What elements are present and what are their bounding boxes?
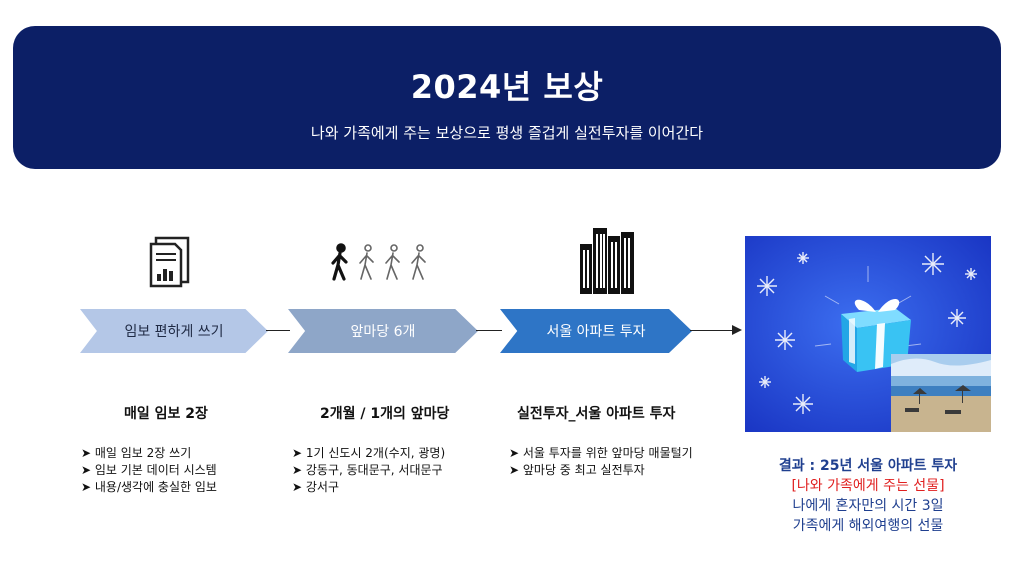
list-item: 임보 기본 데이터 시스템 bbox=[81, 462, 217, 479]
step-2-heading: 2개월 / 1개의 앞마당 bbox=[320, 406, 450, 422]
result-line-3: 나에게 혼자만의 시간 3일 bbox=[792, 498, 944, 514]
connector-line-2 bbox=[476, 330, 502, 331]
list-item: 강서구 bbox=[292, 479, 445, 496]
page-subtitle: 나와 가족에게 주는 보상으로 평생 즐겁게 실전투자를 이어간다 bbox=[310, 124, 704, 142]
result-line-4: 가족에게 해외여행의 선물 bbox=[792, 518, 944, 534]
connector-line-1 bbox=[266, 330, 290, 331]
step-3-chevron: 서울 아파트 투자 bbox=[500, 309, 692, 353]
connector-line-3 bbox=[690, 330, 732, 331]
result-line-1: 결과 : 25년 서울 아파트 투자 bbox=[778, 458, 958, 474]
step-2-chevron: 앞마당 6개 bbox=[288, 309, 478, 353]
gift-image bbox=[745, 236, 991, 432]
buildings-icon bbox=[578, 222, 636, 298]
step-1-chevron: 임보 편하게 쓰기 bbox=[80, 309, 268, 353]
step-1-label: 임보 편하게 쓰기 bbox=[124, 324, 224, 340]
list-item: 매일 임보 2장 쓰기 bbox=[81, 445, 217, 462]
list-item: 강동구, 동대문구, 서대문구 bbox=[292, 462, 445, 479]
step-3-heading: 실전투자_서울 아파트 투자 bbox=[517, 406, 676, 422]
result-block: 결과 : 25년 서울 아파트 투자 [나와 가족에게 주는 선물] 나에게 혼… bbox=[745, 456, 991, 536]
page-title: 2024년 보상 bbox=[410, 68, 604, 106]
step-1-heading: 매일 임보 2장 bbox=[124, 406, 208, 422]
list-item: 내용/생각에 충실한 임보 bbox=[81, 479, 217, 496]
step-2-bullets: 1기 신도시 2개(수지, 광명) 강동구, 동대문구, 서대문구 강서구 bbox=[292, 445, 445, 496]
arrow-right-icon bbox=[732, 325, 742, 335]
step-3-label: 서울 아파트 투자 bbox=[546, 324, 646, 340]
walking-people-icon bbox=[331, 243, 439, 287]
list-item: 앞마당 중 최고 실전투자 bbox=[509, 462, 693, 479]
header-banner: 2024년 보상 나와 가족에게 주는 보상으로 평생 즐겁게 실전투자를 이어… bbox=[13, 26, 1001, 169]
step-2-label: 앞마당 6개 bbox=[350, 324, 416, 340]
list-item: 서울 투자를 위한 앞마당 매물털기 bbox=[509, 445, 693, 462]
step-3-bullets: 서울 투자를 위한 앞마당 매물털기 앞마당 중 최고 실전투자 bbox=[509, 445, 693, 479]
result-line-2: [나와 가족에게 주는 선물] bbox=[791, 478, 945, 494]
list-item: 1기 신도시 2개(수지, 광명) bbox=[292, 445, 445, 462]
step-1-bullets: 매일 임보 2장 쓰기 임보 기본 데이터 시스템 내용/생각에 충실한 임보 bbox=[81, 445, 217, 496]
document-chart-icon bbox=[147, 236, 193, 292]
